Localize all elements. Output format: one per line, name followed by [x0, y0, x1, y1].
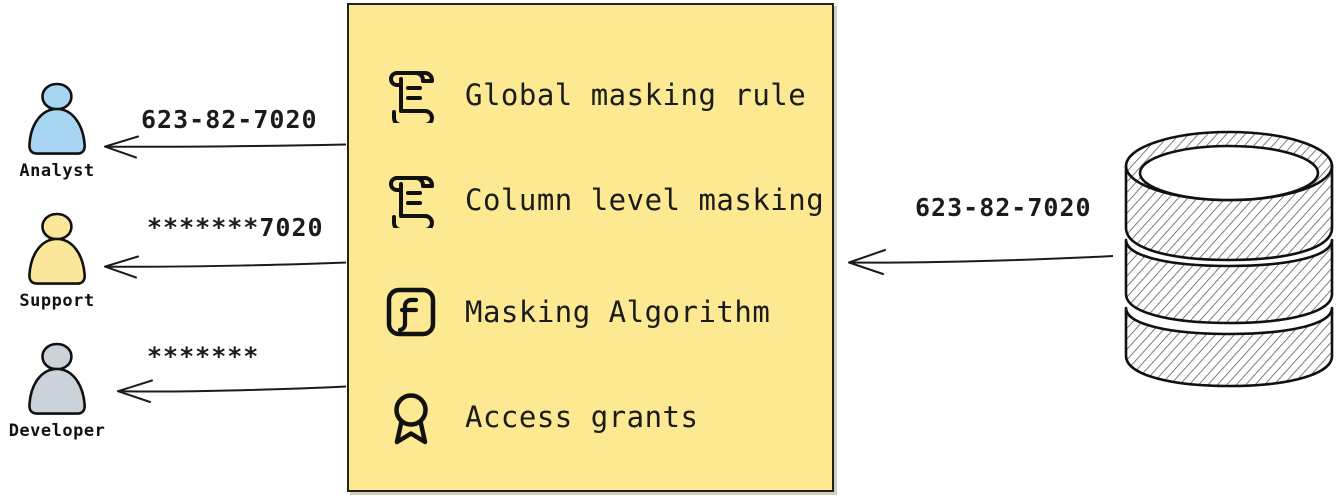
- card-row[interactable]: Column level masking: [383, 168, 824, 232]
- arrow-left-icon: [104, 135, 347, 159]
- award-ribbon-icon: [394, 393, 428, 445]
- card-row[interactable]: Access grants: [383, 385, 698, 449]
- scroll-document-icon: [389, 71, 434, 123]
- arrow-left-icon: [104, 255, 347, 279]
- person-icon: [28, 82, 86, 155]
- actor-label: Analyst: [19, 161, 95, 181]
- actor-analyst[interactable]: Analyst: [2, 78, 112, 181]
- actor-support[interactable]: Support: [2, 208, 112, 311]
- flow-label-analyst: 623-82-7020: [141, 105, 318, 134]
- card-row-label: Column level masking: [465, 183, 825, 217]
- arrow-left-icon: [848, 249, 1114, 275]
- function-box-icon: [386, 287, 436, 337]
- masking-policy-card: Global masking rule Column level masking: [347, 3, 834, 492]
- card-row-label: Masking Algorithm: [465, 295, 771, 329]
- flow-label-support: *******7020: [147, 213, 324, 242]
- card-row[interactable]: Global masking rule: [383, 63, 806, 127]
- flow-label-developer: *******: [147, 342, 260, 371]
- actor-label: Support: [19, 291, 95, 311]
- actor-label: Developer: [8, 421, 106, 441]
- card-row[interactable]: Masking Algorithm: [383, 280, 770, 344]
- card-row-label: Global masking rule: [465, 78, 807, 112]
- arrow-left-icon: [117, 379, 347, 403]
- person-icon: [28, 212, 86, 285]
- scroll-document-icon: [389, 176, 434, 228]
- database-cylinder-icon[interactable]: [1118, 118, 1340, 396]
- flow-label-database: 623-82-7020: [915, 193, 1092, 222]
- person-icon: [28, 342, 86, 415]
- actor-developer[interactable]: Developer: [2, 338, 112, 441]
- card-row-label: Access grants: [465, 400, 699, 434]
